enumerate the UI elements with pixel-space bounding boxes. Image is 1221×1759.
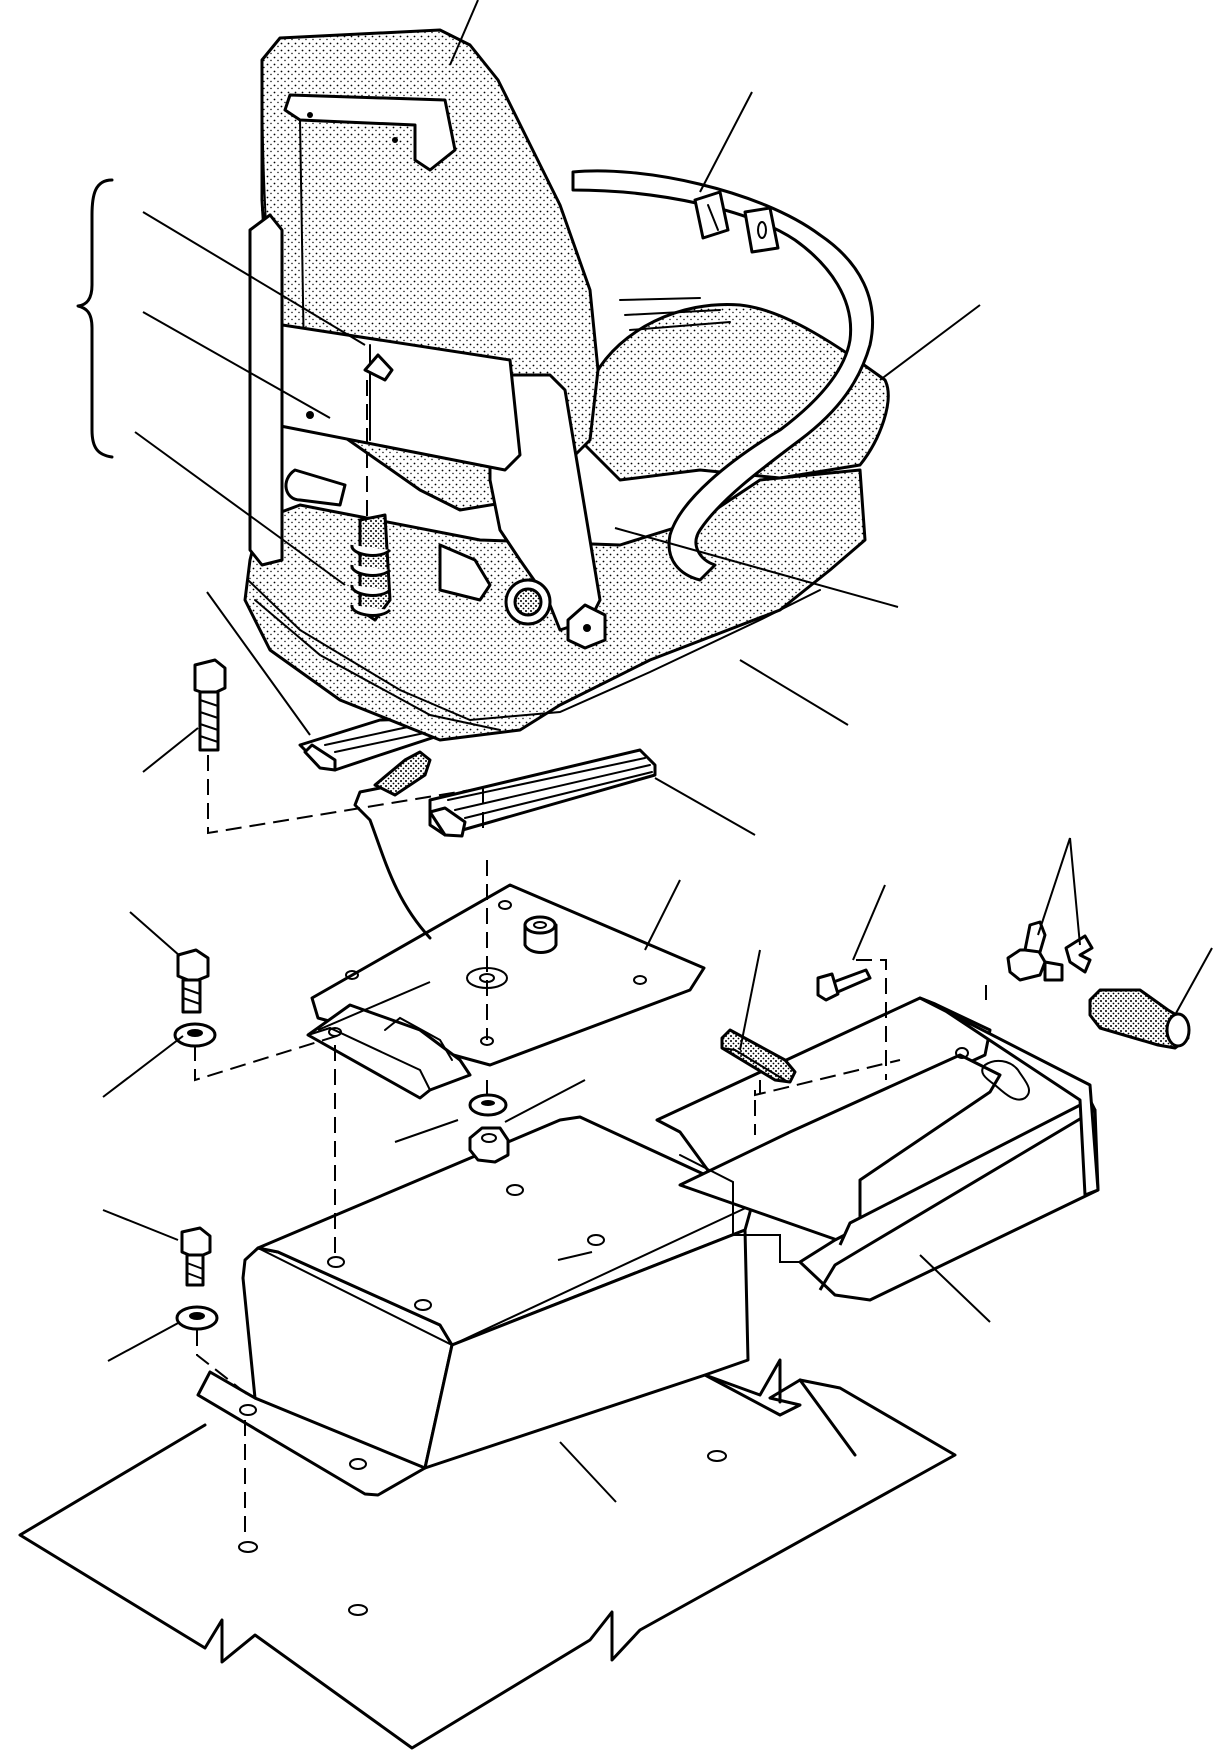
slide-lever (353, 750, 432, 940)
suspension-assembly (284, 353, 607, 650)
seat-support-box (196, 1115, 754, 1497)
tray-latch-knob (1088, 988, 1191, 1050)
tray-latch (1006, 920, 1094, 982)
seat-belt (571, 169, 875, 582)
seat-slide-rail-right (428, 748, 657, 838)
storage-tray (655, 996, 1100, 1302)
bolt (180, 1226, 212, 1287)
cab-floor (18, 1358, 957, 1750)
washer (173, 1022, 217, 1048)
alignment-lines (194, 380, 987, 1540)
bolt (193, 658, 227, 752)
backrest-bracket (248, 213, 602, 632)
tray-screw (816, 968, 872, 1002)
leader-lines (102, 0, 1213, 1503)
seat-belt-buckle (693, 190, 780, 254)
seat-cushion (578, 297, 890, 482)
tray-rail-clip (720, 1028, 797, 1084)
washer (468, 1093, 508, 1117)
bolt (176, 948, 210, 1014)
washer (175, 1305, 219, 1331)
assembly-brace (76, 178, 114, 459)
nut (468, 1126, 510, 1164)
suspension-lower-plate (306, 1003, 472, 1100)
